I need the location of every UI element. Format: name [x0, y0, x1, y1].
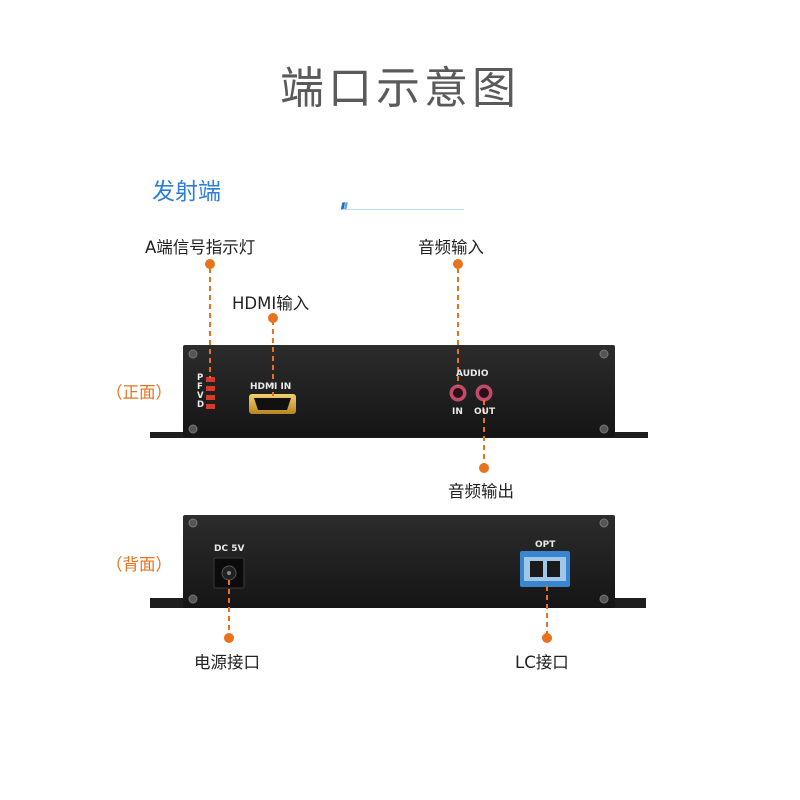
hdmi-port-opening — [254, 398, 291, 410]
led-letter: F — [197, 382, 203, 392]
lc-slot-icon — [530, 561, 543, 577]
callout-dot-icon — [224, 633, 234, 643]
front-panel — [183, 345, 615, 437]
lc-optical-port — [520, 551, 570, 587]
dc-5v-panel-label: DC 5V — [214, 544, 245, 554]
callout-dots — [205, 259, 552, 643]
hdmi-port — [249, 394, 296, 414]
led-letter: P — [197, 373, 204, 383]
back-side-label: （背面） — [106, 555, 172, 574]
section-accent-stripe-dark — [340, 202, 346, 210]
screw-icon — [188, 424, 198, 434]
audio-in-panel-label: IN — [452, 407, 463, 417]
led-letters: P F V D — [197, 374, 204, 410]
audio-in-jack — [449, 384, 467, 402]
callout-dot-icon — [268, 313, 278, 323]
audio-panel-label: AUDIO — [456, 369, 489, 379]
opt-panel-label: OPT — [535, 540, 556, 550]
led-icon — [206, 386, 215, 391]
screw-icon — [188, 518, 198, 528]
audio-out-callout-label: 音频输出 — [448, 482, 514, 501]
screw-icon — [599, 518, 609, 528]
dc-power-jack — [213, 557, 245, 589]
screw-icon — [188, 594, 198, 604]
audio-in-callout-label: 音频输入 — [418, 238, 484, 257]
front-device — [150, 345, 648, 438]
audio-in-hole — [453, 388, 463, 398]
section-title: 发射端 — [152, 179, 221, 205]
hdmi-in-callout-label: HDMI输入 — [232, 294, 310, 313]
indicator-callout-label: A端信号指示灯 — [145, 238, 256, 257]
callout-dot-icon — [479, 463, 489, 473]
lc-callout-label: LC接口 — [515, 653, 569, 672]
section-accent-stripe-light — [344, 202, 348, 210]
dc-jack-pin — [227, 571, 231, 575]
back-panel — [183, 515, 615, 608]
led-icon — [206, 404, 215, 409]
page-title: 端口示意图 — [280, 63, 520, 114]
lc-slot-icon — [547, 561, 560, 577]
callout-dot-icon — [205, 259, 215, 269]
section-header-bar — [340, 202, 464, 210]
screw-icon — [599, 594, 609, 604]
led-letter: D — [197, 400, 205, 410]
callout-lines — [209, 268, 548, 636]
hdmi-in-panel-label: HDMI IN — [250, 382, 292, 392]
callout-dot-icon — [453, 259, 463, 269]
screw-icon — [188, 349, 198, 359]
power-callout-label: 电源接口 — [194, 653, 260, 672]
screw-icon — [599, 349, 609, 359]
led-letter: V — [197, 391, 204, 401]
led-icon — [206, 377, 215, 382]
screw-icon — [599, 424, 609, 434]
audio-out-jack — [475, 384, 493, 402]
callout-dot-icon — [542, 633, 552, 643]
back-device — [150, 515, 646, 608]
led-icon — [206, 395, 215, 400]
front-side-label: （正面） — [106, 383, 172, 402]
audio-out-panel-label: OUT — [474, 407, 496, 417]
signal-indicator-leds — [206, 377, 215, 409]
audio-out-hole — [479, 388, 489, 398]
